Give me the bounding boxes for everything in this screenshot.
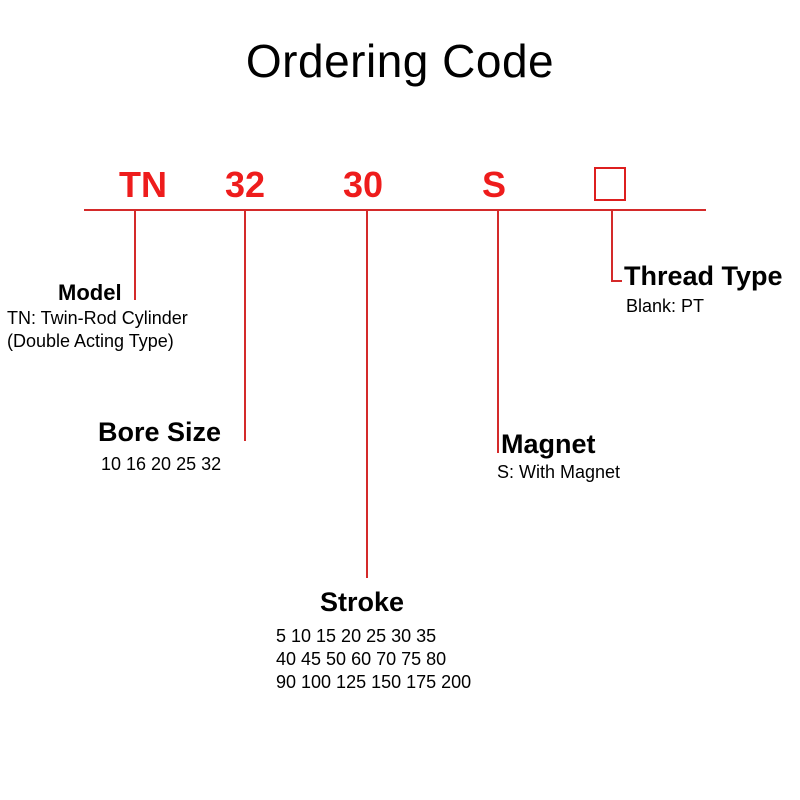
thread-type-label: Thread Type [624, 261, 783, 291]
magnet-description: S: With Magnet [497, 461, 620, 484]
code-baseline [84, 209, 706, 211]
connector-magnet [497, 210, 499, 453]
thread-type-description-line: Blank: PT [626, 296, 705, 316]
stroke-description-line: 90 100 125 150 175 200 [276, 672, 472, 692]
code-segment-magnet: S [481, 164, 506, 205]
bore-size-label: Bore Size [98, 417, 222, 447]
connector-thread-type [611, 210, 613, 282]
connector-thread-type-hook [611, 280, 622, 282]
code-segment-thread-type-box [594, 167, 626, 201]
stroke-label: Stroke [320, 587, 405, 617]
thread-type-description: Blank: PT [626, 295, 704, 318]
magnet-description-line: S: With Magnet [497, 462, 621, 482]
model-description: TN: Twin-Rod Cylinder (Double Acting Typ… [7, 307, 188, 353]
model-label: Model [58, 280, 122, 305]
stroke-description-line: 40 45 50 60 70 75 80 [276, 649, 447, 669]
code-segment-bore-size: 32 [224, 164, 266, 205]
code-segment-stroke: 30 [342, 164, 384, 205]
stroke-description-line: 5 10 15 20 25 30 35 [276, 626, 437, 646]
page-title: Ordering Code [245, 35, 555, 87]
stroke-description: 5 10 15 20 25 30 35 40 45 50 60 70 75 80… [276, 625, 471, 694]
model-description-line: TN: Twin-Rod Cylinder [7, 308, 188, 328]
model-description-line: (Double Acting Type) [7, 331, 174, 351]
bore-size-description-line: 10 16 20 25 32 [101, 454, 222, 474]
bore-size-description: 10 16 20 25 32 [101, 453, 221, 476]
connector-model [134, 210, 136, 300]
connector-bore-size [244, 210, 246, 441]
code-segment-model: TN [119, 164, 167, 205]
magnet-label: Magnet [501, 429, 596, 459]
connector-stroke [366, 210, 368, 578]
